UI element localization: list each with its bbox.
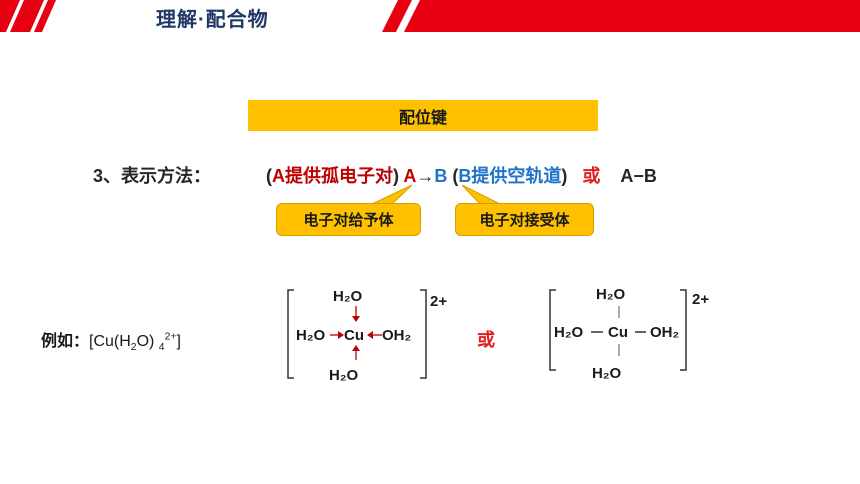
- line-center-metal: Cu: [608, 324, 628, 341]
- arrow-right-ligand: OH₂: [382, 327, 411, 344]
- or-between-structures: 或: [477, 330, 495, 350]
- line-top-ligand: H₂O: [596, 286, 625, 303]
- example-label: 例如：[Cu(H2O) 42+]: [41, 327, 181, 354]
- coordinate-arrow: →: [416, 166, 435, 186]
- arrow-top-ligand: H₂O: [333, 288, 362, 305]
- arrow-left-ligand: H₂O: [296, 327, 325, 344]
- formula-count: 4: [158, 342, 165, 354]
- page-title: 理解·配合物: [156, 9, 269, 31]
- close-paren: ): [393, 166, 399, 186]
- arrow-bottom-ligand: H₂O: [329, 367, 358, 384]
- acceptor-open-paren: (: [452, 166, 459, 186]
- line-structure: H₂O H₂O Cu OH₂ H₂O 2+: [546, 282, 726, 391]
- callout-tails: [371, 184, 501, 205]
- line-right-ligand: OH₂: [650, 324, 679, 341]
- example-prefix: 例如：: [41, 333, 90, 350]
- coordinate-bond-banner: 配位键: [248, 100, 598, 131]
- header-bar: 理解·配合物: [0, 0, 860, 32]
- or-text: 或: [582, 166, 601, 186]
- acceptor-callout: 电子对接受体: [455, 203, 594, 236]
- acceptor-desc: 提供空轨道: [471, 166, 562, 186]
- arrow-structure: H₂O H₂O Cu OH₂ H₂O 2+: [284, 284, 464, 393]
- arrow-center-metal: Cu: [344, 327, 364, 344]
- formula-charge: 2+: [164, 331, 177, 343]
- line-charge: 2+: [692, 291, 709, 308]
- alt-notation: A−B: [620, 166, 657, 186]
- acceptor-letter: B: [458, 166, 472, 186]
- donor-symbol: A: [403, 166, 417, 186]
- method-expression: (A提供孤电子对) A→B (B提供空轨道) 或 A−B: [266, 162, 657, 188]
- open-paren: (: [266, 166, 272, 186]
- formula-mid: O): [136, 333, 159, 350]
- donor-callout: 电子对给予体: [276, 203, 421, 236]
- arrow-structure-drawing: H₂O H₂O Cu OH₂ H₂O 2+: [287, 288, 447, 384]
- line-structure-drawing: H₂O H₂O Cu OH₂ H₂O 2+: [549, 286, 709, 382]
- line-bottom-ligand: H₂O: [592, 365, 621, 382]
- line-left-ligand: H₂O: [554, 324, 583, 341]
- donor-desc: 提供孤电子对: [285, 166, 393, 186]
- method-label: 3、表示方法：: [93, 166, 212, 186]
- header-decoration: [0, 0, 860, 32]
- donor-letter: A: [272, 166, 285, 186]
- formula-sub: 2: [130, 342, 137, 354]
- acceptor-symbol: B: [434, 166, 448, 186]
- acceptor-close-paren: ): [561, 166, 568, 186]
- arrow-charge: 2+: [430, 293, 447, 310]
- formula-open: [Cu(H: [89, 333, 131, 350]
- formula-close: ]: [176, 333, 181, 350]
